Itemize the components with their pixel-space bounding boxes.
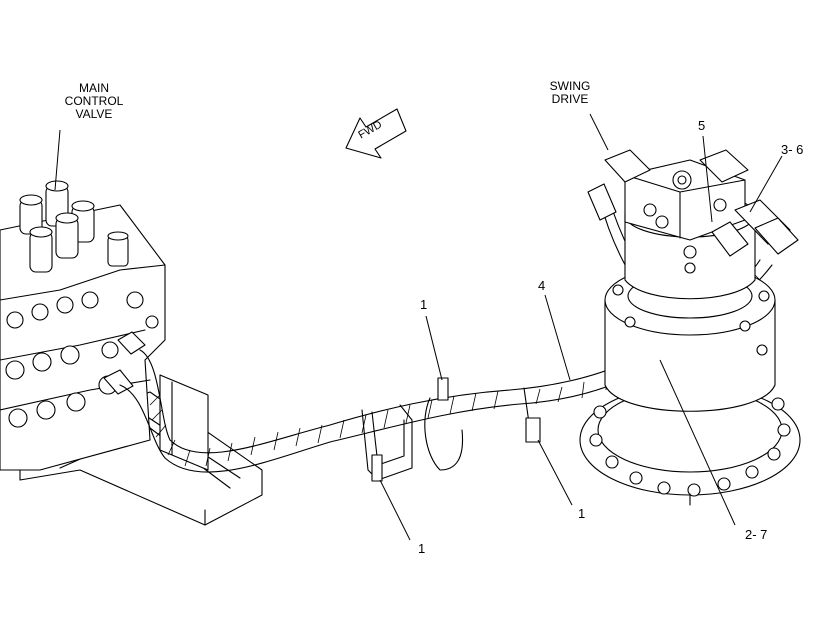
callout-4: 4 (538, 278, 546, 293)
main-control-valve-line-2: CONTROL (64, 94, 124, 108)
main-control-valve-label: MAIN CONTROL VALVE (58, 82, 130, 121)
swing-drive-drawing (579, 149, 801, 506)
swing-drive-line-1: SWING (549, 79, 591, 93)
main-control-valve-line-1: MAIN (79, 81, 109, 95)
swing-drive-line-2: DRIVE (551, 92, 589, 106)
fwd-arrow (345, 108, 407, 159)
main-control-valve-line-3: VALVE (75, 107, 113, 121)
callout-1-bottom: 1 (418, 541, 426, 556)
callout-1-right: 1 (578, 506, 586, 521)
callout-5: 5 (698, 118, 706, 133)
leader-lines (54, 113, 783, 541)
callout-2-7: 2- 7 (745, 527, 768, 542)
callout-3-6: 3- 6 (781, 142, 804, 157)
swing-drive-label: SWING DRIVE (538, 80, 602, 106)
callout-1-top: 1 (420, 297, 428, 312)
main-control-valve-drawing (0, 180, 263, 526)
